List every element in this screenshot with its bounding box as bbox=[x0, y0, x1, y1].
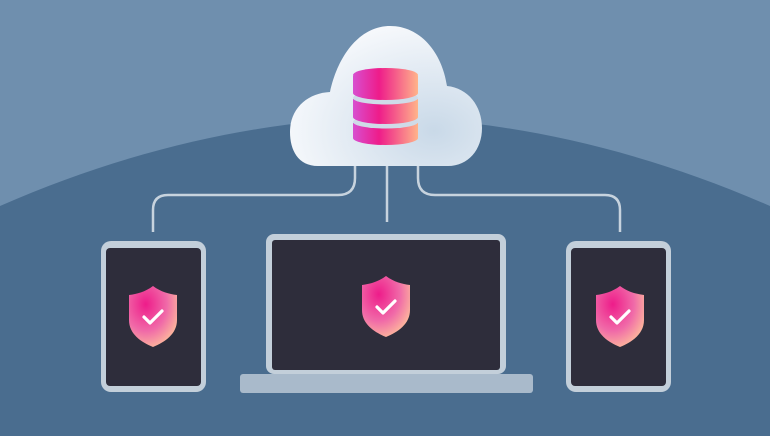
connector-right bbox=[416, 163, 622, 232]
database-icon bbox=[353, 68, 418, 145]
tablet-right bbox=[566, 241, 671, 392]
tablet-left bbox=[101, 241, 206, 392]
connector-left bbox=[151, 163, 357, 232]
laptop bbox=[240, 234, 533, 393]
laptop-base bbox=[240, 374, 533, 393]
connector-lines bbox=[151, 163, 622, 232]
